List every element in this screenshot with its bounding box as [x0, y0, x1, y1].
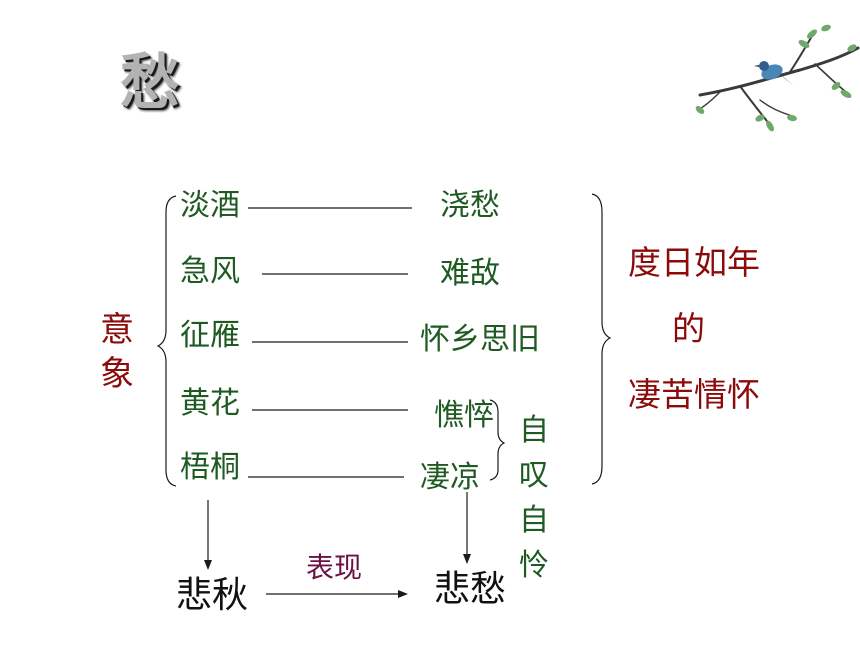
- self-pity-char: 自: [519, 503, 549, 538]
- conclusion-line: 的: [672, 309, 705, 348]
- feeling-item: 浇愁: [440, 188, 500, 223]
- conclusion-line: 度日如年: [628, 243, 760, 282]
- image-label: 意 象: [100, 308, 134, 396]
- small-brace: [489, 399, 506, 481]
- image-item: 梧桐: [180, 450, 240, 485]
- feeling-item: 难敌: [440, 256, 500, 291]
- self-pity-char: 自: [519, 413, 549, 448]
- arrowhead: [463, 554, 471, 564]
- feeling-item: 凄凉: [420, 460, 480, 495]
- image-item: 急风: [180, 254, 240, 289]
- arrow-label: 表现: [306, 551, 363, 584]
- conclusion-line: 凄苦情怀: [628, 375, 760, 414]
- bottom-right-term: 悲愁: [434, 569, 507, 610]
- arrowhead: [204, 560, 212, 570]
- image-label-char: 象: [100, 354, 134, 394]
- image-item: 淡酒: [180, 188, 240, 223]
- feeling-item: 憔悴: [434, 398, 494, 433]
- image-label-char: 意: [100, 310, 134, 350]
- left-brace: [156, 195, 177, 487]
- self-pity-char: 怜: [519, 548, 549, 583]
- arrowhead: [398, 590, 408, 598]
- slide-title: 愁: [120, 48, 180, 118]
- image-item: 黄花: [180, 386, 240, 421]
- self-pity-label: 自 叹 自 怜: [517, 408, 551, 588]
- bottom-left-term: 悲秋: [176, 575, 249, 616]
- image-item: 征雁: [180, 318, 240, 353]
- feeling-item: 怀乡思旧: [420, 322, 540, 357]
- self-pity-char: 叹: [519, 458, 549, 493]
- right-brace: [591, 193, 612, 485]
